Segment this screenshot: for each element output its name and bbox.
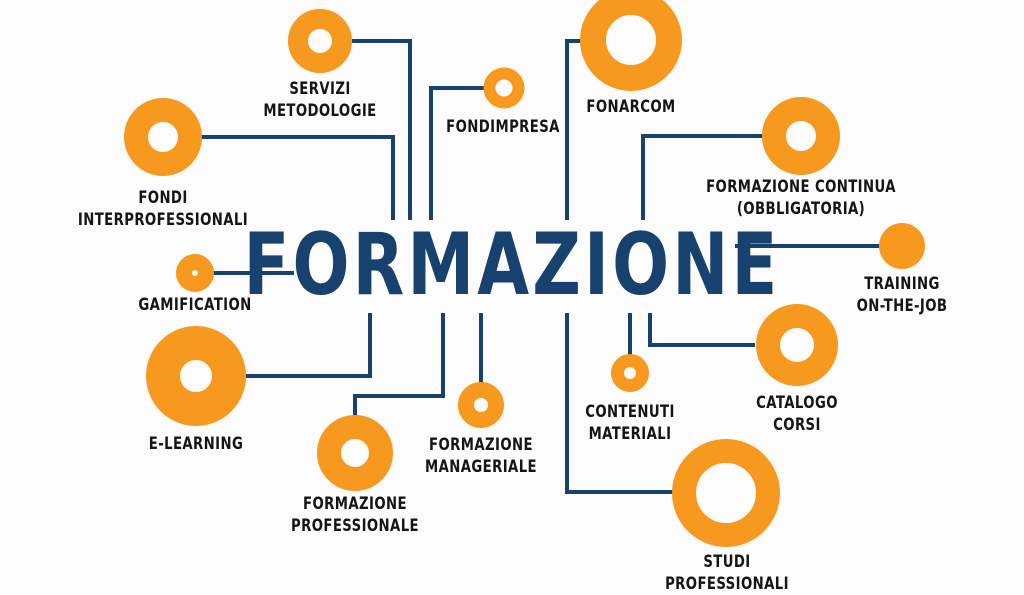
node-fondimpresa[interactable] [483,67,525,109]
node-fonarcom[interactable] [580,0,682,91]
central-title: FORMAZIONE [243,215,781,315]
connector-fondimpresa [429,86,485,220]
connector-fondi-interprofessionali [200,135,395,220]
label-e-learning: E-LEARNING [148,434,244,454]
label-gamification: GAMIFICATION [138,295,252,315]
nodes [124,0,925,547]
diagram-canvas [124,0,925,547]
node-studi-professionali[interactable] [672,439,780,547]
node-formazione-manageriale[interactable] [458,382,504,428]
connector-fonarcom [565,39,582,220]
label-fondimpresa: FONDIMPRESA [446,117,560,137]
node-servizi-metodologie[interactable] [288,9,352,73]
label-formazione-manageriale: FORMAZIONE MANAGERIALE [425,435,537,477]
label-studi-professionali: STUDI PROFESSIONALI [665,552,789,594]
label-fonarcom: FONARCOM [586,97,676,117]
connector-formazione-continua [641,134,765,220]
connector-catalogo-corsi [648,313,755,347]
label-servizi-metodologie: SERVIZI METODOLOGIE [263,79,377,121]
node-catalogo-corsi[interactable] [756,304,838,386]
connector-e-learning [246,313,372,378]
node-formazione-continua[interactable] [762,97,840,175]
connector-servizi-metodologie [352,39,412,220]
node-training-on-the-job[interactable] [879,223,925,269]
label-formazione-continua: FORMAZIONE CONTINUA (OBBLIGATORIA) [706,177,896,219]
connector-formazione-professionale [353,313,445,416]
connector-lines [200,39,880,494]
node-formazione-professionale[interactable] [317,415,393,491]
node-e-learning[interactable] [146,326,246,426]
label-training-on-the-job: TRAINING ON-THE-JOB [856,274,948,316]
label-contenuti-materiali: CONTENUTI MATERIALI [585,402,675,444]
node-fondi-interprofessionali[interactable] [124,98,202,176]
node-gamification[interactable] [176,254,214,292]
label-fondi-interprofessionali: FONDI INTERPROFESSIONALI [77,188,249,230]
label-catalogo-corsi: CATALOGO CORSI [756,393,838,435]
node-contenuti-materiali[interactable] [611,354,649,392]
connector-studi-professionali [565,313,673,494]
label-formazione-professionale: FORMAZIONE PROFESSIONALE [291,494,419,536]
